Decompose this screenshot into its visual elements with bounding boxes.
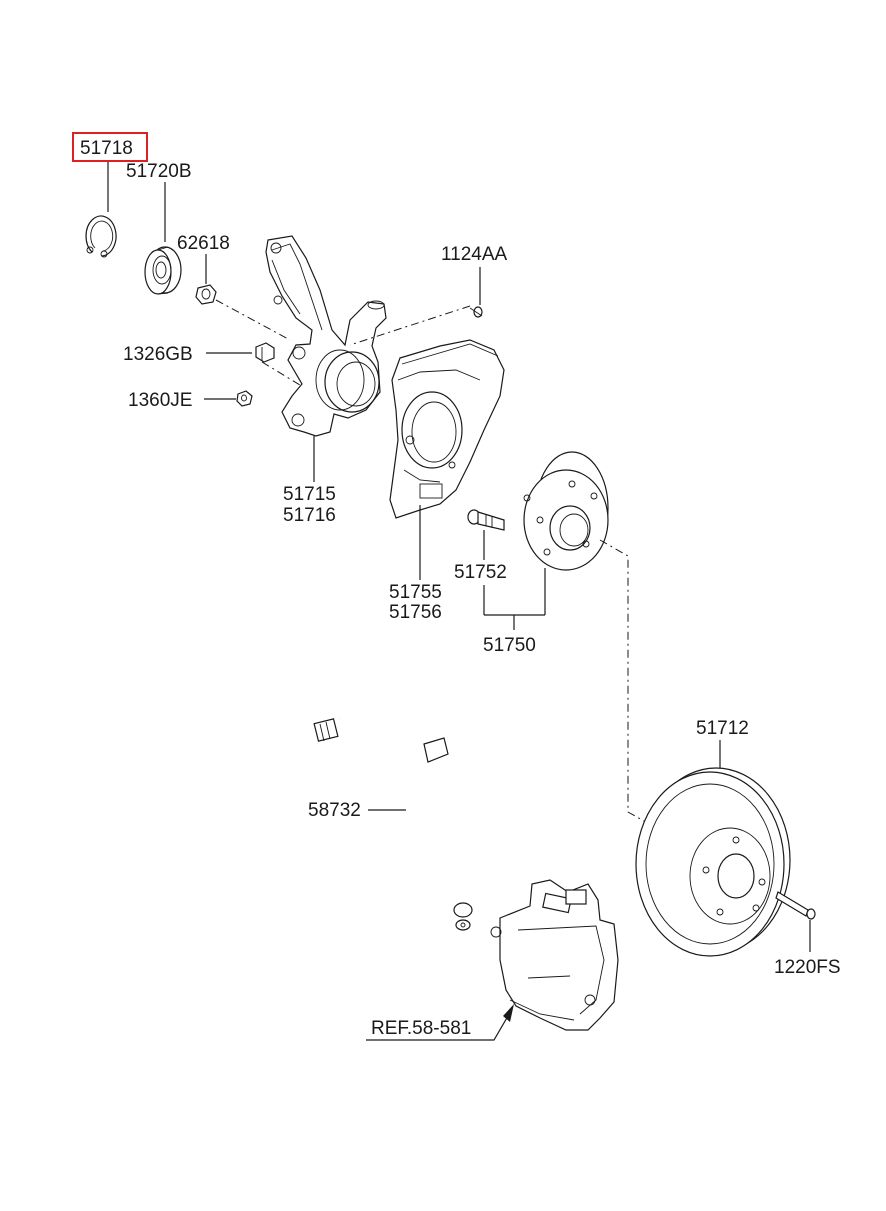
label-snap-ring[interactable]: 51718	[80, 138, 133, 159]
label-caliper-ref[interactable]: REF.58-581	[371, 1018, 471, 1039]
label-dust-cover[interactable]: 51755	[389, 582, 442, 603]
bearing-part	[144, 246, 182, 295]
label-brake-hose[interactable]: 58732	[308, 800, 361, 821]
label-knuckle-2[interactable]: 51716	[283, 505, 336, 526]
knuckle-nut-part	[236, 390, 253, 407]
label-hub-bolt[interactable]: 51752	[454, 562, 507, 583]
dust-cover-part	[389, 339, 505, 519]
brake-hose-part	[313, 686, 473, 931]
brake-disc-part	[635, 767, 791, 957]
hub-bolt-part	[467, 509, 505, 531]
label-hub-nut[interactable]: 62618	[177, 233, 230, 254]
steering-knuckle-part	[265, 235, 387, 437]
label-bearing[interactable]: 51720B	[126, 161, 192, 182]
snap-ring-part	[85, 215, 117, 258]
label-knuckle-bolt[interactable]: 1326GB	[123, 344, 193, 365]
label-disc[interactable]: 51712	[696, 718, 749, 739]
disc-screw-part	[775, 891, 816, 920]
knuckle-bolt-part	[255, 342, 275, 363]
brake-caliper-part	[490, 879, 619, 1031]
label-dust-cover-2[interactable]: 51756	[389, 602, 442, 623]
label-knuckle-nut[interactable]: 1360JE	[128, 390, 192, 411]
label-screw[interactable]: 1124AA	[441, 244, 508, 265]
hub-nut-part	[195, 284, 217, 305]
label-hub-assembly[interactable]: 51750	[483, 635, 536, 656]
highlight-box	[72, 132, 148, 162]
screw-part	[469, 306, 483, 318]
wheel-hub-part	[523, 451, 609, 571]
label-knuckle[interactable]: 51715	[283, 484, 336, 505]
label-disc-screw[interactable]: 1220FS	[774, 957, 841, 978]
